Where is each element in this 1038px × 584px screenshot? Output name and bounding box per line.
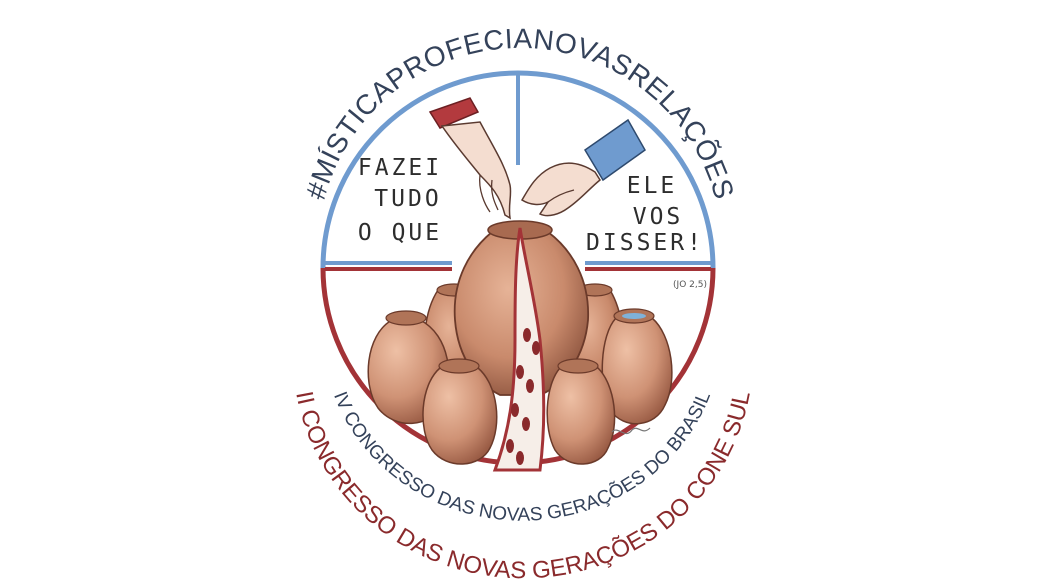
right-phrase-line-1: ELE [627, 173, 678, 199]
left-phrase-line-2: TUDO [374, 186, 441, 212]
bible-reference: (JO 2,5) [673, 280, 707, 290]
left-phrase-line-1: FAZEI [358, 155, 442, 181]
right-hand-icon [520, 118, 646, 217]
artist-signature [611, 427, 651, 435]
right-phrase-line-3: DISSER! [586, 230, 704, 256]
circle-top-blue [320, 70, 716, 269]
left-hand-icon [428, 97, 512, 220]
left-phrase-line-3: O QUE [358, 220, 442, 246]
right-phrase-line-2: VOS [633, 204, 684, 230]
footprints-path [492, 227, 546, 472]
